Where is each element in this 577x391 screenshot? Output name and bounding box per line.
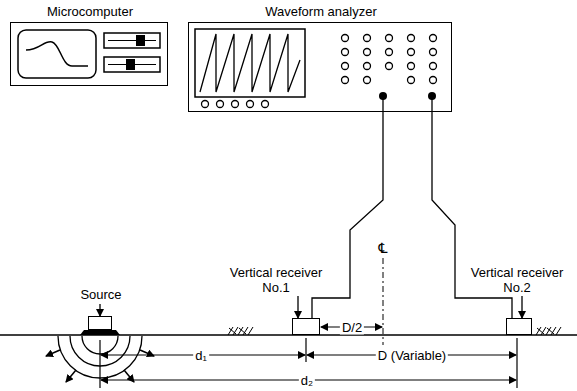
cable-line <box>312 112 383 318</box>
receiver-box: Vertical receiver No.1 <box>292 318 320 335</box>
centerline-symbol: ℄ <box>377 241 390 256</box>
node-heading: Microcomputer <box>11 4 169 19</box>
dimension-label: d₂ <box>299 373 315 388</box>
cable-line <box>432 112 512 318</box>
cable-path <box>432 112 512 318</box>
dimension-label: d₁ <box>193 348 209 363</box>
node-heading: Vertical receiver No.1 <box>221 265 331 295</box>
dimension-label: D (Variable) <box>376 348 448 363</box>
node-heading: Waveform analyzer <box>189 4 453 19</box>
node-heading: Source <box>69 287 133 302</box>
receiver-box: Vertical receiver No.2 <box>506 318 532 335</box>
analyzer-box: Waveform analyzer <box>188 22 452 112</box>
node-heading: Vertical receiver No.2 <box>463 265 571 295</box>
computer-box: Microcomputer <box>10 22 168 86</box>
dimension-label: D/2 <box>340 320 364 335</box>
source-block: Source <box>88 316 112 330</box>
cable-path <box>312 112 383 318</box>
